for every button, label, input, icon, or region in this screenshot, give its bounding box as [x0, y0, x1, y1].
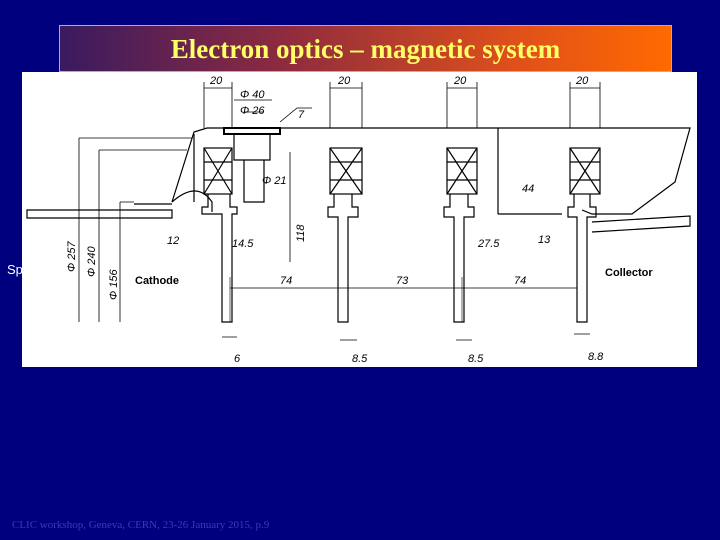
dim-bottom-4: 8.8 [588, 351, 604, 363]
dim-118: 118 [295, 224, 307, 242]
dim-spacing-1: 74 [280, 275, 292, 287]
dim-top-1: 20 [209, 75, 223, 87]
technical-drawing-svg: 20 20 20 20 Φ 40 Φ 26 7 Φ 21 44 12 14.5 … [26, 75, 691, 365]
dim-top-2: 20 [337, 75, 351, 87]
dim-phi21: Φ 21 [262, 175, 287, 187]
magnetic-system-drawing: 20 20 20 20 Φ 40 Φ 26 7 Φ 21 44 12 14.5 … [22, 72, 697, 367]
cathode-rod [26, 209, 173, 219]
dim-bottom-1: 6 [234, 353, 241, 365]
dim-7: 7 [298, 109, 305, 121]
dim-27-5: 27.5 [477, 238, 500, 250]
pole-pieces [201, 194, 597, 323]
dim-top-4: 20 [575, 75, 589, 87]
slide-title-box: Electron optics – magnetic system [59, 25, 672, 72]
dim-12: 12 [167, 235, 179, 247]
dim-phi240: Φ 240 [86, 246, 98, 277]
dim-top-3: 20 [453, 75, 467, 87]
dim-44: 44 [522, 183, 534, 195]
dim-spacing-2: 73 [396, 275, 409, 287]
dim-spacing-3: 74 [514, 275, 526, 287]
dim-13: 13 [538, 234, 551, 246]
dim-phi156: Φ 156 [108, 269, 120, 300]
collector-pipe [591, 215, 691, 233]
dim-phi40: Φ 40 [240, 89, 265, 101]
slide-title: Electron optics – magnetic system [170, 34, 561, 64]
dim-phi257: Φ 257 [66, 241, 78, 272]
label-cathode: Cathode [135, 275, 179, 287]
side-text-fragment: Sp [7, 262, 23, 277]
slide-footer: CLIC workshop, Geneva, CERN, 23-26 Janua… [12, 519, 270, 531]
label-collector: Collector [605, 267, 653, 279]
dim-bottom-2: 8.5 [352, 353, 368, 365]
dim-phi26: Φ 26 [240, 105, 265, 117]
dim-bottom-3: 8.5 [468, 353, 484, 365]
housing-outline [171, 127, 691, 215]
dim-14-5: 14.5 [232, 238, 254, 250]
coils [203, 147, 601, 195]
